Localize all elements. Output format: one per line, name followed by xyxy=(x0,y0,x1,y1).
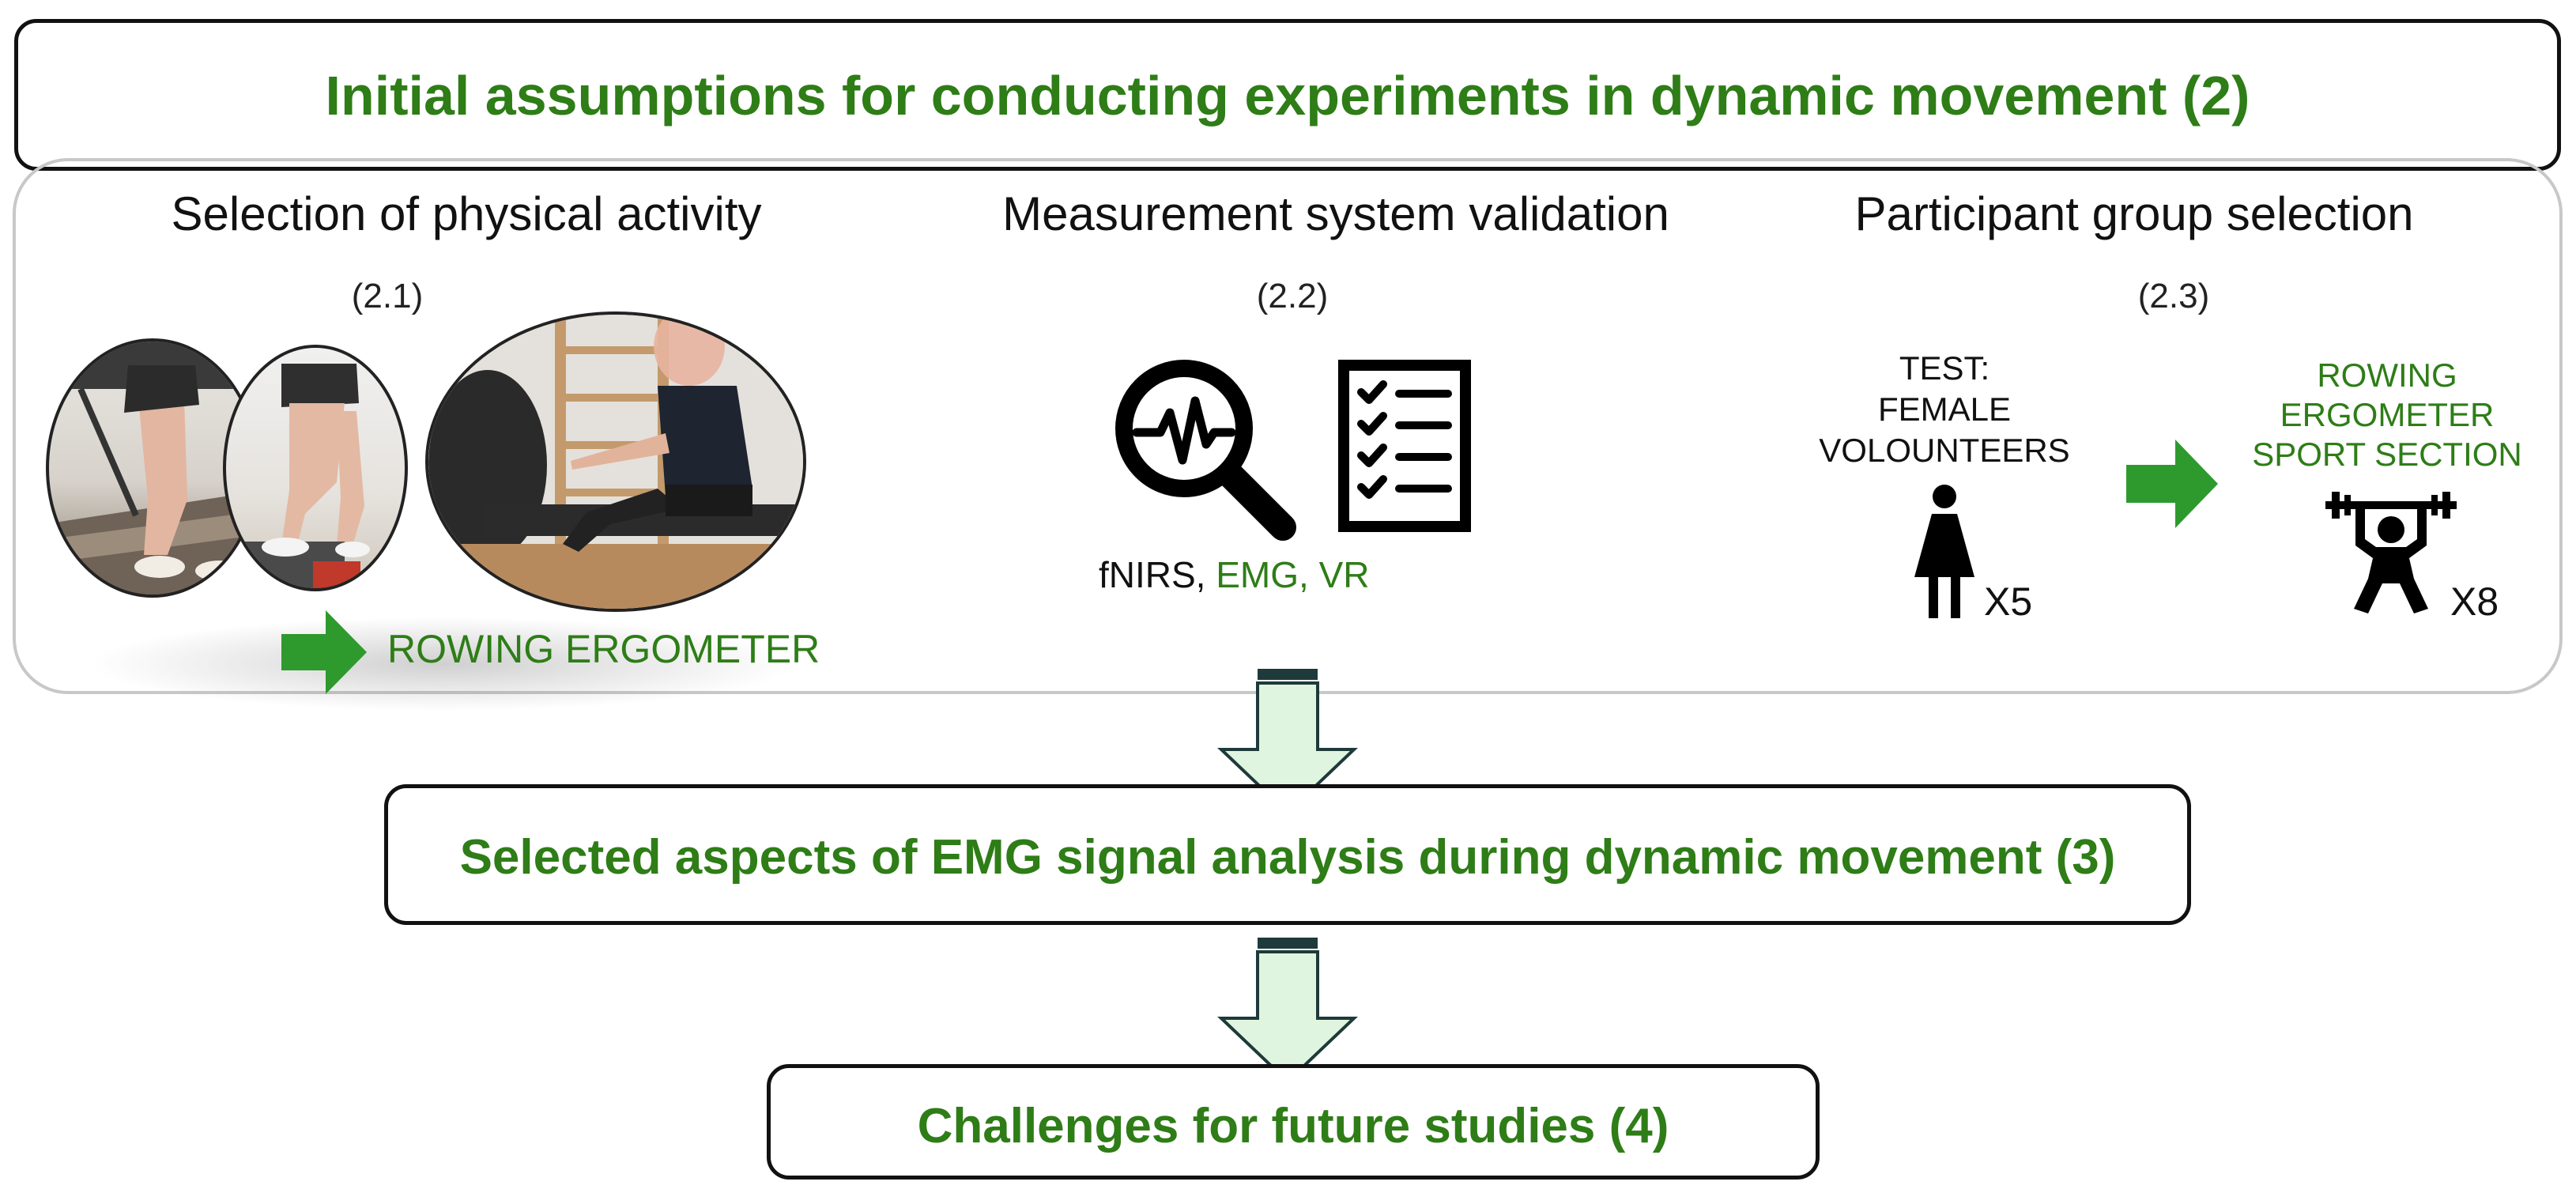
treadmill-photo xyxy=(46,338,259,598)
bottom-title: Challenges for future studies (4) xyxy=(917,1099,1669,1153)
activity-result-label: ROWING ERGOMETER xyxy=(387,627,820,671)
checklist-icon xyxy=(1338,360,1471,532)
test-count: X5 xyxy=(1984,579,2033,624)
test-group-line3: VOLOUNTEERS xyxy=(1819,432,2070,469)
down-arrow-1 xyxy=(1217,669,1358,815)
validation-caption-fnirs: fNIRS, xyxy=(1099,554,1216,595)
rowing-ergometer-photo xyxy=(425,311,806,612)
participants-title: Participant group selection xyxy=(1854,187,2414,240)
test-group-line1: TEST: xyxy=(1899,349,1990,387)
validation-title: Measurement system validation xyxy=(1002,187,1669,240)
down-arrow-2 xyxy=(1217,938,1358,1084)
target-count: X8 xyxy=(2450,579,2499,624)
woman-icon xyxy=(1914,485,1974,618)
validation-caption-emg-vr: EMG, VR xyxy=(1216,554,1370,595)
validation-number: (2.2) xyxy=(1256,277,1329,315)
top-title-box: Initial assumptions for conducting exper… xyxy=(14,19,2561,171)
target-group-label: ROWING ERGOMETER SPORT SECTION xyxy=(2229,356,2545,474)
target-group-line1: ROWING xyxy=(2317,357,2457,394)
activity-result-arrow xyxy=(281,610,367,694)
target-group-line2: ERGOMETER xyxy=(2280,396,2495,433)
middle-box: Selected aspects of EMG signal analysis … xyxy=(384,784,2191,925)
photo-shadow xyxy=(87,617,798,712)
bottom-box: Challenges for future studies (4) xyxy=(767,1064,1820,1180)
signal-search-icon xyxy=(1115,360,1296,541)
participants-arrow xyxy=(2126,440,2218,528)
weightlifter-icon xyxy=(2325,492,2457,613)
participants-number: (2.3) xyxy=(2137,277,2210,315)
validation-caption: fNIRS, EMG, VR xyxy=(1099,553,1370,596)
test-group-line2: FEMALE xyxy=(1877,391,2012,428)
middle-title: Selected aspects of EMG signal analysis … xyxy=(459,830,2116,885)
activity-title: Selection of physical activity xyxy=(171,187,762,240)
target-group-line3: SPORT SECTION xyxy=(2252,436,2522,473)
top-title: Initial assumptions for conducting exper… xyxy=(325,65,2250,126)
test-group-label: TEST: FEMALE VOLOUNTEERS xyxy=(1786,348,2103,471)
activity-number: (2.1) xyxy=(351,277,424,315)
step-photo xyxy=(223,345,408,591)
